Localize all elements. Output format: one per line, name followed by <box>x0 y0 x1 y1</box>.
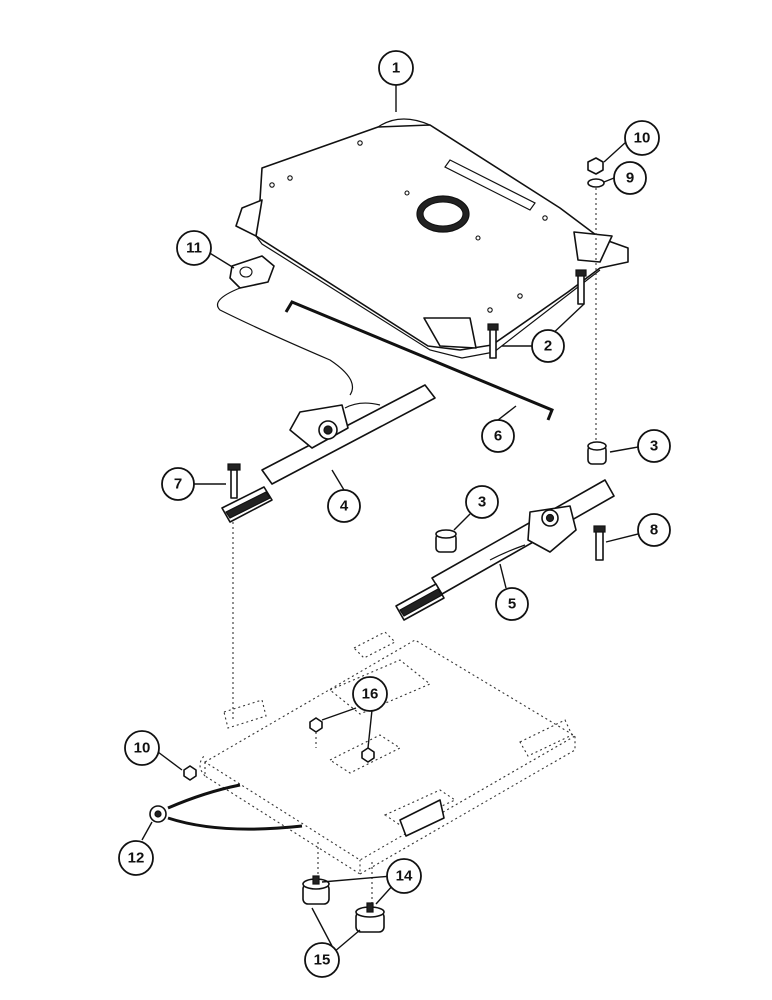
callout-3-spacer-middle: 3 <box>465 485 499 519</box>
callout-9-label: 9 <box>626 170 634 187</box>
callout-14: 14 <box>386 858 422 894</box>
spacer-middle <box>435 529 457 553</box>
callout-4: 4 <box>327 489 361 523</box>
callout-6: 6 <box>481 419 515 453</box>
cable-plug <box>149 783 303 831</box>
callout-5: 5 <box>495 587 529 621</box>
callout-2: 2 <box>531 329 565 363</box>
rubber-mount-left <box>302 875 330 905</box>
callout-4-label: 4 <box>340 498 349 515</box>
callout-3a-label: 3 <box>650 438 658 455</box>
callout-9: 9 <box>613 161 647 195</box>
connecting-rod <box>284 300 554 421</box>
callout-16: 16 <box>352 676 388 712</box>
cable-clip <box>216 255 354 396</box>
callout-1-label: 1 <box>392 60 400 77</box>
right-rail-bolt <box>593 525 606 561</box>
spacer-right <box>587 441 607 465</box>
right-slide-rail <box>395 479 615 621</box>
left-slide-rail <box>221 384 436 720</box>
callout-11-label: 11 <box>186 240 202 257</box>
slide-bolt <box>227 463 241 499</box>
callout-10b-label: 10 <box>134 740 151 757</box>
base-nuts <box>183 717 375 781</box>
callout-15-label: 15 <box>314 952 331 969</box>
callout-2-label: 2 <box>544 338 552 355</box>
base-frame <box>199 631 577 908</box>
callout-16-label: 16 <box>362 686 379 703</box>
callout-10-bottom: 10 <box>124 730 160 766</box>
callout-7-label: 7 <box>174 476 182 493</box>
rubber-mount-right <box>355 902 385 933</box>
callout-8-label: 8 <box>650 522 658 539</box>
callout-3-spacer-right: 3 <box>637 429 671 463</box>
callout-15: 15 <box>304 942 340 978</box>
callout-1: 1 <box>378 50 414 86</box>
callout-12: 12 <box>118 840 154 876</box>
callout-6-label: 6 <box>494 428 502 445</box>
top-seat-plate <box>235 118 629 359</box>
callout-14-label: 14 <box>396 868 413 885</box>
callout-8: 8 <box>637 513 671 547</box>
callout-10-top: 10 <box>624 120 660 156</box>
callout-11: 11 <box>176 230 212 266</box>
top-nut-and-washer <box>587 157 605 450</box>
leader-lines <box>141 85 639 953</box>
plate-bolts <box>487 269 587 359</box>
callout-10a-label: 10 <box>634 130 651 147</box>
callout-7: 7 <box>161 467 195 501</box>
callout-3b-label: 3 <box>478 494 486 511</box>
callout-12-label: 12 <box>128 850 145 867</box>
callout-5-label: 5 <box>508 596 516 613</box>
